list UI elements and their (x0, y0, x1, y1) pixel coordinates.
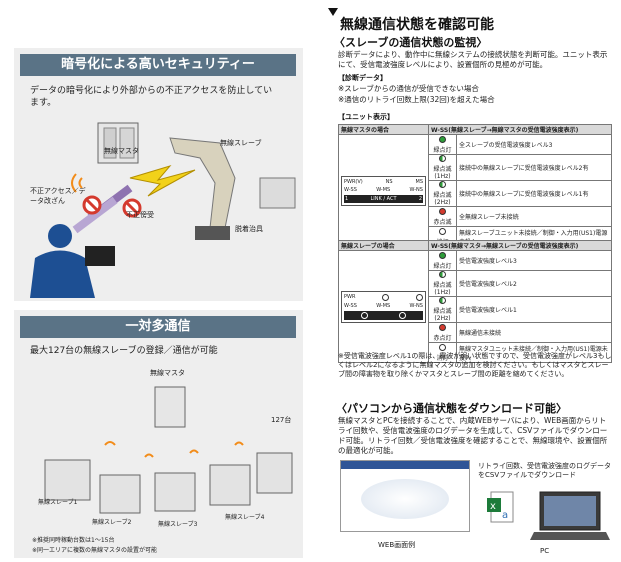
multi-illustration (25, 365, 300, 525)
led-blink-icon (439, 155, 446, 162)
slave-label-3: 無線スレーブ3 (158, 521, 198, 528)
web-screen-example (340, 460, 470, 532)
led-off-icon (439, 343, 446, 351)
master-left-header: 無線マスタの場合 (338, 124, 429, 135)
master-table: 無線マスタの場合 W-SS(無線スレーブ→無線マスタの受信電波強度表示) PWR… (338, 124, 612, 247)
led-off-icon (439, 227, 446, 235)
unit-tag: 【ユニット表示】 (338, 113, 394, 121)
slave-label-1: 無線スレーブ1 (38, 499, 78, 506)
multi-note-1: ※推奨同時稼動台数は1～15台 (32, 537, 115, 544)
master-panel-port2: 2 (418, 195, 422, 202)
led-green-icon (439, 251, 446, 259)
download-title: 〈パソコンから通信状態をダウンロード可能〉 (336, 402, 567, 415)
master-row-3-led: 緑点滅(2Hz) (428, 180, 457, 207)
download-description: 無線マスタとPCを接続することで、内蔵WEBサーバにより、WEB画面からリトライ… (338, 416, 608, 455)
multi-panel (14, 310, 303, 558)
csv-file-icon: x a (487, 490, 517, 524)
master-row-3-text: 接続中の無線スレーブに受信電波強度レベル1有 (456, 180, 612, 207)
multi-master-label: 無線マスタ (150, 369, 185, 377)
svg-text:x: x (490, 501, 496, 512)
slave-row-1-text: 受信電波強度レベル3 (456, 250, 612, 271)
slave-label: 無線スレーブ (220, 139, 262, 147)
web-header-bar (341, 461, 469, 469)
port-icon (360, 311, 368, 319)
signal-footnote: ※受信電波強度レベル1の際は、電波が弱い状態ですので、受信電波強度がレベル3もし… (338, 352, 612, 378)
slave-right-header: W-SS(無線マスタ→無線スレーブの受信電波強度表示) (428, 240, 612, 251)
security-title: 暗号化による高いセキュリティー (20, 54, 296, 76)
port-icon (399, 311, 407, 319)
led-blink-icon (439, 181, 446, 188)
master-panel-pwr: PWR(V) (344, 178, 363, 185)
right-subtitle: 〈スレーブの通信状態の監視〉 (334, 36, 488, 49)
master-row-4-text: 全無線スレーブ未接続 (456, 206, 612, 227)
slave-row-3-text: 受信電波強度レベル1 (456, 296, 612, 323)
slave-left-header: 無線スレーブの場合 (338, 240, 429, 251)
slave-panel-wms: W-MS (376, 302, 391, 309)
jig-label: 脱着治具 (235, 225, 263, 233)
slave-panel-wns: W-NS (409, 302, 423, 309)
right-intro: 診断データにより、動作中に無線システムの接続状態を判断可能。ユニット表示にて、受… (338, 50, 608, 69)
diag-line-2: ※通信のリトライ回数上限(32回)を超えた場合 (338, 95, 495, 104)
fraud-label: 不正アクセス／データ改ざん (30, 187, 86, 205)
security-illustration (20, 118, 300, 298)
multi-count-label: 127台 (271, 416, 292, 424)
slave-row-4-text: 無線通信未接続 (456, 322, 612, 343)
slave-row-2-led: 緑点滅(1Hz) (428, 270, 457, 297)
master-panel-link: LINK / ACT (370, 195, 397, 202)
master-label: 無線マスタ (104, 147, 139, 155)
diag-tag: 【診断データ】 (338, 74, 387, 82)
web-label: WEB画面例 (378, 541, 416, 549)
led-blink-icon (439, 297, 446, 304)
intercept-label: 不正傍受 (126, 211, 154, 219)
slave-label-2: 無線スレーブ2 (92, 519, 132, 526)
slave-row-1-led: 緑点灯 (428, 250, 457, 271)
download-callout: リトライ回数、受信電波強度のログデータをCSVファイルでダウンロード (478, 462, 611, 479)
pc-label: PC (540, 547, 550, 555)
pc-laptop-icon (530, 490, 610, 545)
master-row-1-led: 緑点灯 (428, 134, 457, 155)
led-blink-icon (439, 271, 446, 278)
master-row-4-led: 赤点滅 (428, 206, 457, 227)
master-panel-ns: NS (385, 178, 393, 185)
master-panel-wss: W-SS (344, 186, 357, 193)
slave-row-3-led: 緑点滅(2Hz) (428, 296, 457, 323)
security-description: データの暗号化により外部からの不正アクセスを防止しています。 (30, 86, 273, 108)
web-dial-graphic (361, 479, 449, 519)
slave-panel-pwr: PWR (344, 293, 356, 300)
led-red-icon (439, 323, 446, 331)
master-right-header: W-SS(無線スレーブ→無線マスタの受信電波強度表示) (428, 124, 612, 135)
led-off-icon (416, 293, 423, 301)
slave-row-4-led: 赤点灯 (428, 322, 457, 343)
slave-label-4: 無線スレーブ4 (225, 514, 265, 521)
multi-note-2: ※同一エリアに複数の無線マスタの設置が可能 (32, 547, 158, 554)
multi-title: 一対多通信 (20, 316, 296, 338)
slave-panel-wss: W-SS (344, 302, 357, 309)
led-off-icon (382, 293, 390, 301)
svg-text:a: a (502, 510, 508, 521)
title-marker (328, 8, 338, 16)
master-row-1-text: 全スレーブの受信電波強度レベル3 (456, 134, 612, 155)
right-title: 無線通信状態を確認可能 (340, 17, 494, 33)
master-panel-wms: W-MS (376, 186, 391, 193)
master-panel-ms: MS (415, 178, 424, 185)
master-led-panel: PWR(V) NS MS W-SS W-MS W-NS 1 LINK / ACT… (338, 134, 429, 247)
master-panel-port1: 1 (345, 195, 349, 202)
diag-line-1: ※スレーブからの通信が受信できない場合 (338, 84, 479, 93)
led-red-icon (439, 207, 446, 215)
led-green-icon (439, 135, 446, 143)
slave-row-2-text: 受信電波強度レベル2 (456, 270, 612, 297)
master-row-2-led: 緑点滅(1Hz) (428, 154, 457, 181)
master-panel-wns: W-NS (409, 186, 423, 193)
master-row-2-text: 接続中の無線スレーブに受信電波強度レベル2有 (456, 154, 612, 181)
slave-row-5-text: 無線マスタユニット未接続／制御・入力用(US1)電源未投入 (456, 342, 612, 363)
slave-table: 無線スレーブの場合 W-SS(無線マスタ→無線スレーブの受信電波強度表示) PW… (338, 240, 612, 363)
slave-led-panel: PWR W-SS W-MS W-NS (338, 250, 429, 363)
multi-description: 最大127台の無線スレーブの登録／通信が可能 (30, 346, 218, 356)
